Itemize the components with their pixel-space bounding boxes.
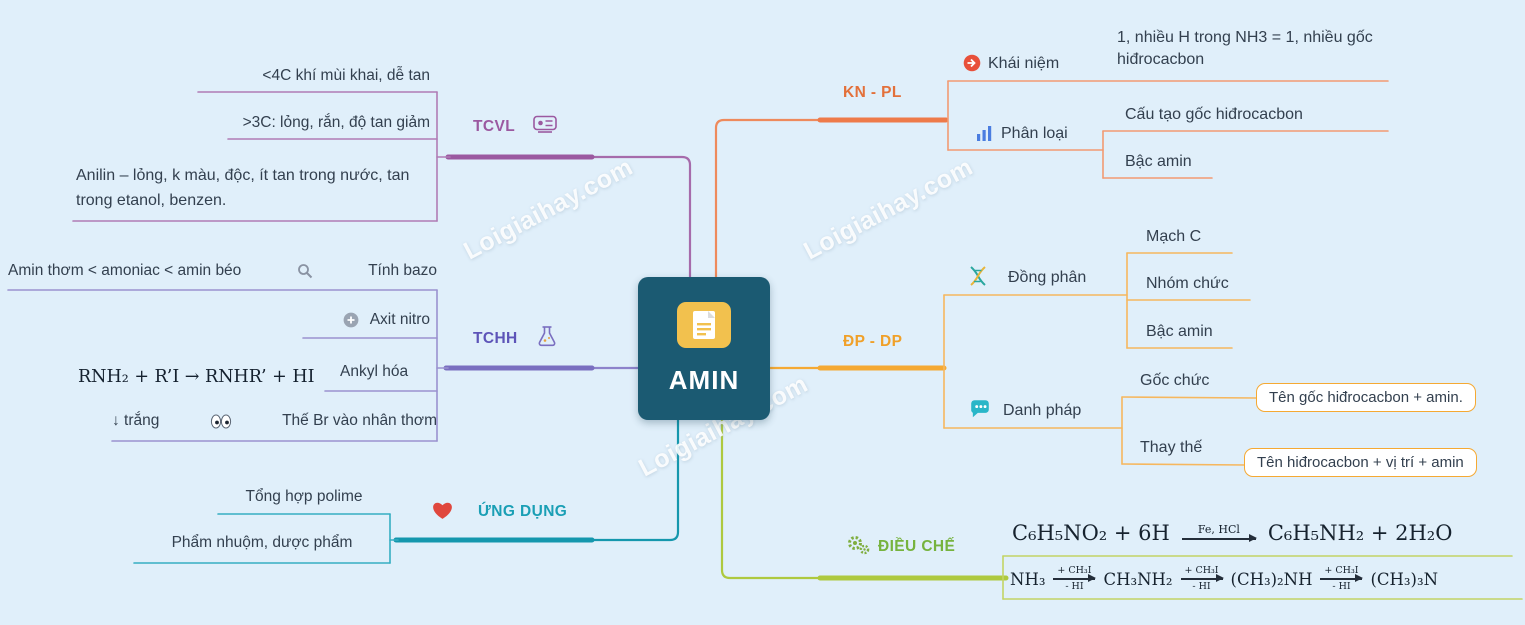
node-thay-the: Thay thế [1140, 439, 1203, 456]
axit-nitro-label: Axit nitro [369, 311, 430, 328]
node-dongphan-item-1: Mạch C [1146, 228, 1202, 245]
document-icon [677, 301, 731, 353]
reaction-arrow: + CH₃I - HI [1053, 565, 1097, 592]
node-dongphan-item-2: Nhóm chức [1146, 275, 1229, 292]
node-goc-chuc-rule: Tên gốc hiđrocacbon + amin. [1256, 383, 1476, 412]
arrow-shaft [1320, 575, 1364, 582]
eq1-lhs: C₆H₅NO₂ + 6H [1012, 521, 1170, 545]
node-ungdung-item-1: Tổng hợp polime [245, 488, 363, 505]
node-phanloai-item-1: Cấu tạo gốc hiđrocacbon [1125, 106, 1303, 123]
eq1-arrow-condition: Fe, HCl [1197, 523, 1240, 537]
flask-icon [536, 324, 558, 348]
node-tcvl-item-2: >3C: lỏng, rắn, độ tan giảm [242, 114, 430, 131]
gears-icon [845, 534, 871, 556]
branch-label-knpl: KN - PL [843, 84, 902, 101]
node-phan-loai: Phân loại [1001, 125, 1068, 142]
lab-apparatus-icon [533, 114, 557, 134]
node-danh-phap: Danh pháp [1003, 402, 1082, 419]
heart-icon [432, 501, 453, 520]
eq2-term-2: (CH₃)₂NH [1230, 569, 1313, 589]
node-khai-niem-desc: 1, nhiều H trong NH3 = 1, nhiều gốc hiđr… [1117, 29, 1373, 68]
node-khai-niem: Khái niệm [988, 55, 1060, 72]
eyes-icon [210, 414, 232, 429]
branch-label-dieuche: ĐIỀU CHẾ [878, 538, 956, 555]
eq2-arrow-bottom: - HI [1332, 580, 1351, 592]
dna-icon [966, 265, 990, 287]
node-tcvl-item-3: Anilin – lỏng, k màu, độc, ít tan trong … [76, 167, 410, 209]
speech-bubble-icon [969, 399, 991, 419]
reaction-arrow: Fe, HCl [1181, 523, 1257, 542]
branch-label-dpdp: ĐP - DP [843, 333, 903, 350]
node-the-br: ↓ trắng Thế Br vào nhân thơm [112, 411, 437, 432]
reaction-arrow: + CH₃I - HI [1320, 565, 1364, 592]
eq2-term-1: CH₃NH₂ [1103, 569, 1173, 589]
branch-label-tcvl: TCVL [473, 118, 516, 135]
center-title: AMIN [668, 364, 740, 395]
arrow-shaft [1053, 575, 1097, 582]
bazo-comparison-text: Amin thơm < amoniac < amin béo [8, 262, 242, 279]
node-dong-phan: Đồng phân [1008, 269, 1087, 286]
arrow-shaft [1180, 575, 1224, 582]
target-icon [963, 54, 981, 72]
branch-label-tchh: TCHH [473, 330, 518, 347]
eq1-rhs: C₆H₅NH₂ + 2H₂O [1267, 521, 1453, 545]
plus-circle-icon [343, 312, 359, 328]
eq2-term-0: NH₃ [1010, 569, 1046, 589]
eq2-arrow-top: + CH₃I [1184, 565, 1219, 576]
node-axit-nitro: Axit nitro [300, 310, 430, 331]
branch-label-ungdung: ỨNG DỤNG [478, 503, 568, 520]
ket-tua-trang-text: ↓ trắng [112, 412, 160, 429]
node-dongphan-item-3: Bậc amin [1146, 323, 1213, 340]
node-thay-the-rule: Tên hiđrocacbon + vị trí + amin [1244, 448, 1477, 477]
node-metyl-equation: NH₃ + CH₃I - HI CH₃NH₂ + CH₃I - HI (CH₃)… [1010, 565, 1439, 592]
eq2-arrow-top: + CH₃I [1324, 565, 1359, 576]
reaction-arrow: + CH₃I - HI [1180, 565, 1224, 592]
node-goc-chuc: Gốc chức [1140, 372, 1210, 389]
node-ankyl-equation: RNH₂ + R’I → RNHR’ + HI [78, 367, 315, 387]
arrow-shaft [1181, 534, 1257, 541]
bazo-label: Tính bazo [368, 262, 437, 279]
node-phanloai-item-2: Bậc amin [1125, 153, 1192, 170]
magnifier-icon [297, 263, 313, 279]
bar-chart-icon [976, 125, 993, 142]
eq2-arrow-bottom: - HI [1065, 580, 1084, 592]
the-br-label: Thế Br vào nhân thơm [282, 412, 437, 429]
node-ankyl-hoa: Ankyl hóa [340, 363, 409, 380]
node-tinh-bazo: Amin thơm < amoniac < amin béo Tính bazo [8, 261, 437, 282]
node-anilin-equation: C₆H₅NO₂ + 6H Fe, HCl C₆H₅NH₂ + 2H₂O [1012, 521, 1452, 545]
eq2-arrow-top: + CH₃I [1057, 565, 1092, 576]
node-tcvl-item-1: <4C khí mùi khai, dễ tan [262, 67, 430, 84]
eq2-term-3: (CH₃)₃N [1370, 569, 1439, 589]
eq2-arrow-bottom: - HI [1192, 580, 1211, 592]
center-node-amin: AMIN [638, 277, 770, 420]
node-ungdung-item-2: Phẩm nhuộm, dược phẩm [171, 534, 353, 551]
